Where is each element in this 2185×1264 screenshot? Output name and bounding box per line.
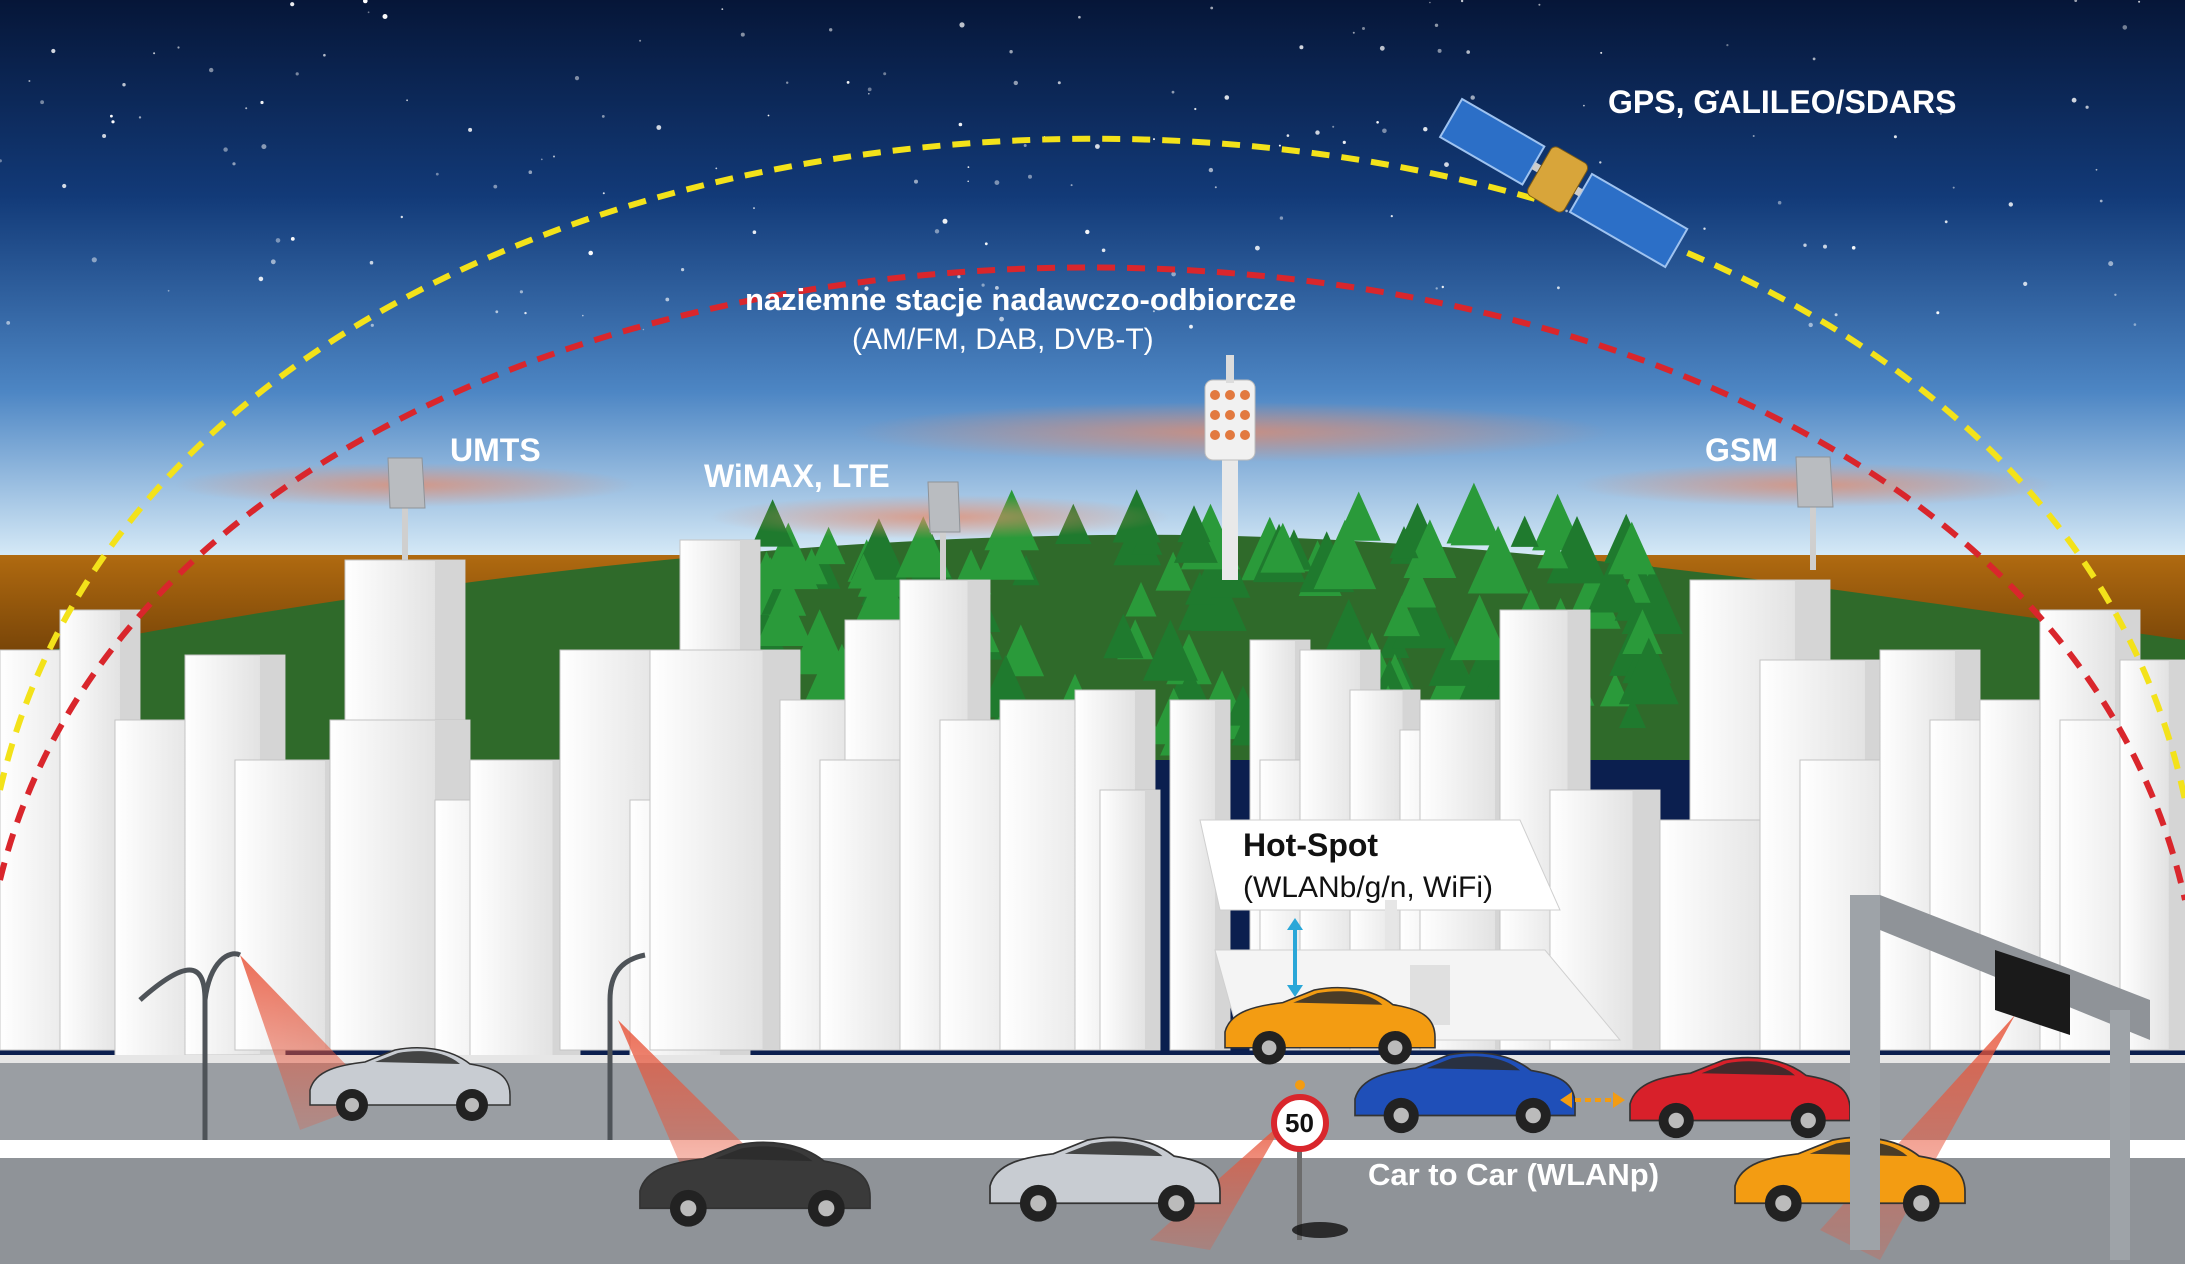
cars	[309, 986, 1966, 1227]
broadcast-tower-icon	[1204, 355, 1256, 580]
gps-label: GPS, GALILEO/SDARS	[1608, 84, 1957, 120]
terrestrial-label-sub: (AM/FM, DAB, DVB-T)	[852, 323, 1154, 356]
hotspot-label-sub: (WLANb/g/n, WiFi)	[1243, 871, 1494, 904]
hotspot-label-title: Hot-Spot	[1243, 827, 1379, 863]
gsm-label: GSM	[1705, 432, 1778, 468]
terrestrial-label-title: naziemne stacje nadawczo-odbiorcze	[745, 282, 1297, 317]
street-lamp-icon	[138, 951, 646, 1140]
satellite-icon	[1438, 97, 1689, 269]
overhead-sign-gantry	[1850, 895, 2150, 1260]
car-icon	[309, 1047, 511, 1121]
cell-antenna-icon-wimax	[927, 481, 961, 585]
cell-antenna-icon-gsm	[1795, 456, 1834, 570]
terrestrial-coverage-arc	[0, 264, 2185, 901]
car-icon	[1354, 1051, 1576, 1134]
speed-limit-value: 50	[1285, 1108, 1314, 1138]
car-icon	[1629, 1056, 1851, 1139]
umts-label: UMTS	[450, 432, 541, 468]
car-to-car-arrow	[1560, 1092, 1625, 1108]
stars	[0, 0, 2141, 331]
wifi-link-arrow	[1287, 918, 1303, 997]
car-icon	[639, 1141, 871, 1227]
wimax-label: WiMAX, LTE	[704, 458, 890, 494]
car-icon	[989, 1136, 1221, 1222]
speed-limit-sign-icon	[1271, 1080, 1348, 1240]
satellite-coverage-arc	[0, 135, 2185, 801]
cell-antenna-icon-umts	[387, 457, 426, 570]
car-icon	[1224, 986, 1436, 1065]
car-to-car-label: Car to Car (WLANp)	[1368, 1157, 1660, 1192]
